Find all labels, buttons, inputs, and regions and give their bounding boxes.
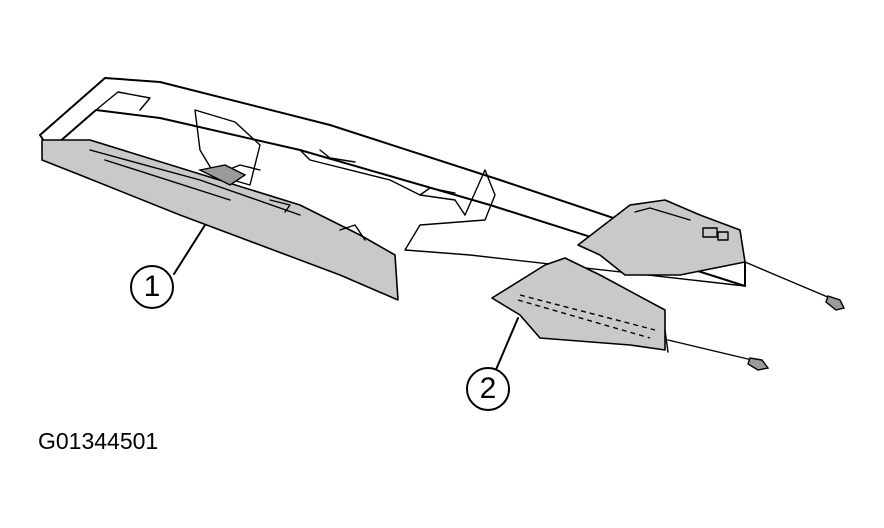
figure-id-label: G01344501 bbox=[38, 428, 159, 454]
leader-line-1 bbox=[173, 224, 206, 275]
callout-number-2: 2 bbox=[479, 372, 497, 405]
leader-line-2 bbox=[494, 317, 519, 373]
upper-right-bracket bbox=[577, 199, 746, 276]
lower-trim-panel bbox=[41, 139, 399, 301]
lower-cover-panel bbox=[491, 257, 669, 353]
dash-support-frame bbox=[39, 77, 746, 287]
fastener-lower bbox=[667, 339, 770, 371]
fastener-upper bbox=[744, 261, 846, 311]
callout-number-1: 1 bbox=[143, 270, 161, 303]
callout-circle-1 bbox=[130, 265, 174, 309]
callout-circle-2 bbox=[466, 367, 510, 411]
